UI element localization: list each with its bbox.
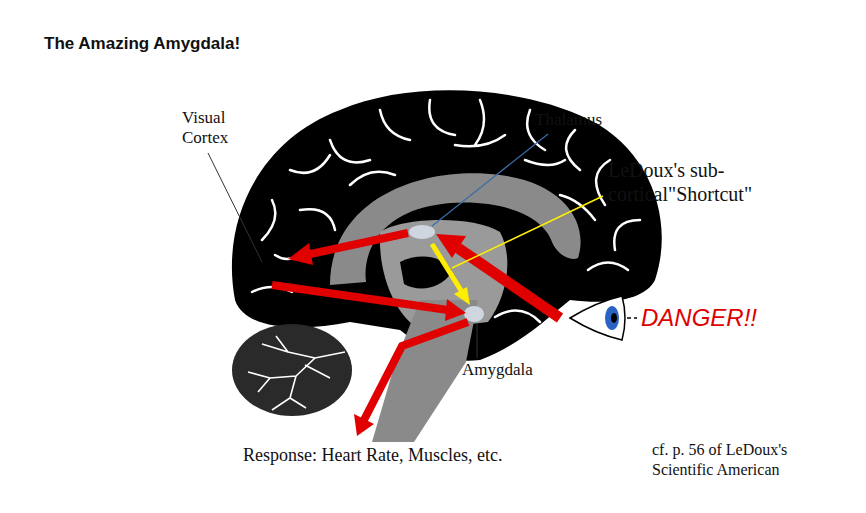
annotation: LeDoux's sub- cortical"Shortcut" [608,158,808,206]
pathways [272,233,560,420]
subcortical-shortcut [432,244,462,292]
leader-line [477,323,478,358]
thalamus-nucleus [409,225,435,239]
part-label: Amygdala [462,360,533,380]
response-label: Response: Heart Rate, Muscles, etc. [243,444,502,466]
cerebellum-branches [248,336,345,410]
arrowhead [288,243,313,265]
part-label: Thalamus [535,110,602,130]
warning-label: DANGER!! [641,303,757,333]
cortex-to-amygdala [272,285,448,310]
leader-line [432,134,548,226]
arrowhead [354,414,374,436]
leader-line [208,153,262,262]
arrowhead [445,299,466,321]
part-label: Visual Cortex [182,108,254,148]
arrowhead [454,287,470,305]
arrowheads [288,234,466,436]
citation-note: cf. p. 56 of LeDoux's Scientific America… [652,440,832,480]
leader-line [452,196,603,268]
amygdala-to-response [364,322,468,420]
cerebrum [232,90,662,360]
title: The Amazing Amygdala! [44,34,240,54]
pupil [611,313,617,323]
thalamus-to-cortex [306,233,408,255]
iris [605,306,619,330]
cerebellum [232,324,352,416]
dash-line [627,317,637,319]
eye-outline [570,296,625,340]
